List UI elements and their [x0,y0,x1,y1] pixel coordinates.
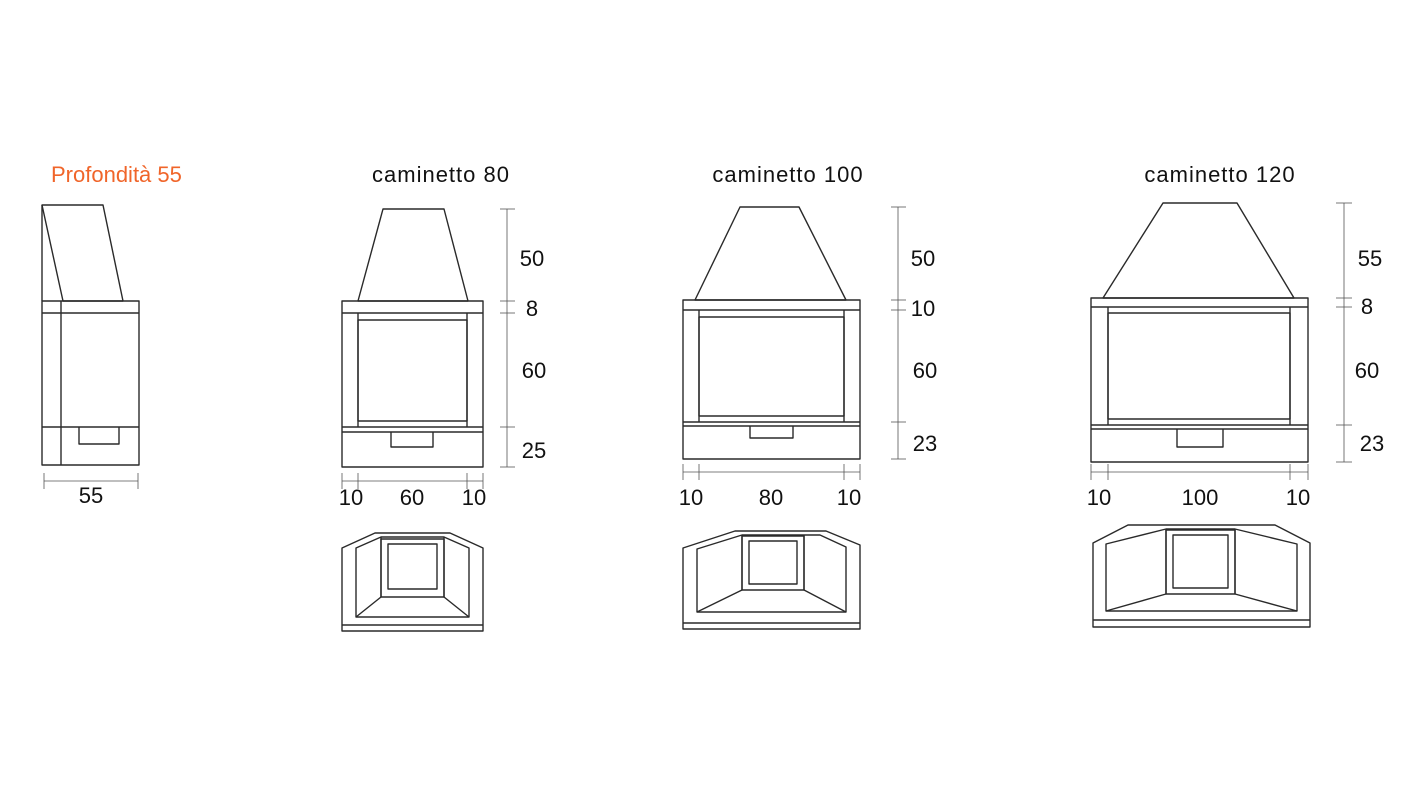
plan-right-diag-b [1234,593,1298,612]
plan-hearth [1165,529,1236,595]
plan-left-diag-b [1105,593,1167,612]
plan-hearth [741,535,805,591]
model-caminetto-120: caminetto 120 55 8 60 23 [1087,162,1384,628]
plan-right-diag-b [803,589,847,613]
plan-inner-outline [355,536,470,618]
width-opening: 100 [1182,485,1219,510]
firebox-opening [357,319,468,422]
height-opening: 60 [522,358,546,383]
firebox-opening [1107,312,1291,420]
height-dimensions: 55 8 60 23 [1336,202,1384,463]
width-left-jamb: 10 [679,485,703,510]
height-lintel: 8 [1361,294,1373,319]
width-left-jamb: 10 [339,485,363,510]
plan-outline [341,532,484,632]
frame [341,300,484,468]
plan-outline [682,530,861,630]
height-hood: 50 [520,246,544,271]
firebox-opening [698,316,845,417]
width-dimensions: 10 100 10 [1087,464,1310,510]
model-title: caminetto 120 [1144,162,1295,187]
side-view-drawing [41,204,140,466]
ash-slot [1176,429,1224,448]
plan-hearth-inner [1172,534,1229,589]
front-view [1090,202,1309,463]
plan-view [682,530,861,630]
frame [1090,297,1309,463]
front-view [682,206,861,460]
width-right-jamb: 10 [1286,485,1310,510]
plan-hearth-inner [748,540,798,585]
model-caminetto-100: caminetto 100 50 10 60 23 [679,162,937,630]
frame [682,299,861,460]
hood [694,206,847,301]
side-ash-slot [78,427,120,445]
front-view [341,208,484,468]
height-hood: 50 [911,246,935,271]
model-title: caminetto 80 [372,162,510,187]
depth-width-label: 55 [79,483,103,508]
plan-hearth [380,538,445,598]
height-opening: 60 [913,358,937,383]
width-opening: 60 [400,485,424,510]
depth-dimension: 55 [43,473,139,508]
width-left-jamb: 10 [1087,485,1111,510]
depth-side-view: Profondità 55 55 [41,162,182,508]
width-right-jamb: 10 [462,485,486,510]
plan-view [341,532,484,632]
hood [1102,202,1295,299]
side-body [41,300,140,466]
width-right-jamb: 10 [837,485,861,510]
plan-left-diag-b [696,589,743,613]
height-base: 25 [522,438,546,463]
width-dimensions: 10 80 10 [679,464,861,510]
ash-slot [390,432,434,448]
depth-title: Profondità 55 [51,162,182,187]
hood [357,208,469,302]
plan-hearth-inner [387,543,438,590]
width-opening: 80 [759,485,783,510]
height-dimensions: 50 8 60 25 [500,208,546,468]
height-base: 23 [1360,431,1384,456]
height-base: 23 [913,431,937,456]
height-hood: 55 [1358,246,1382,271]
height-opening: 60 [1355,358,1379,383]
model-caminetto-80: caminetto 80 50 8 60 25 [339,162,546,632]
model-title: caminetto 100 [712,162,863,187]
width-dimensions: 10 60 10 [339,473,486,510]
plan-right-diag-b [443,596,470,618]
plan-outline [1092,524,1311,628]
plan-left-diag-b [355,596,382,618]
height-lintel: 8 [526,296,538,321]
height-dimensions: 50 10 60 23 [891,206,937,460]
plan-view [1092,524,1311,628]
ash-slot [749,426,794,439]
side-hood-shape [41,204,124,302]
height-lintel: 10 [911,296,935,321]
plan-inner-outline [1105,528,1298,612]
